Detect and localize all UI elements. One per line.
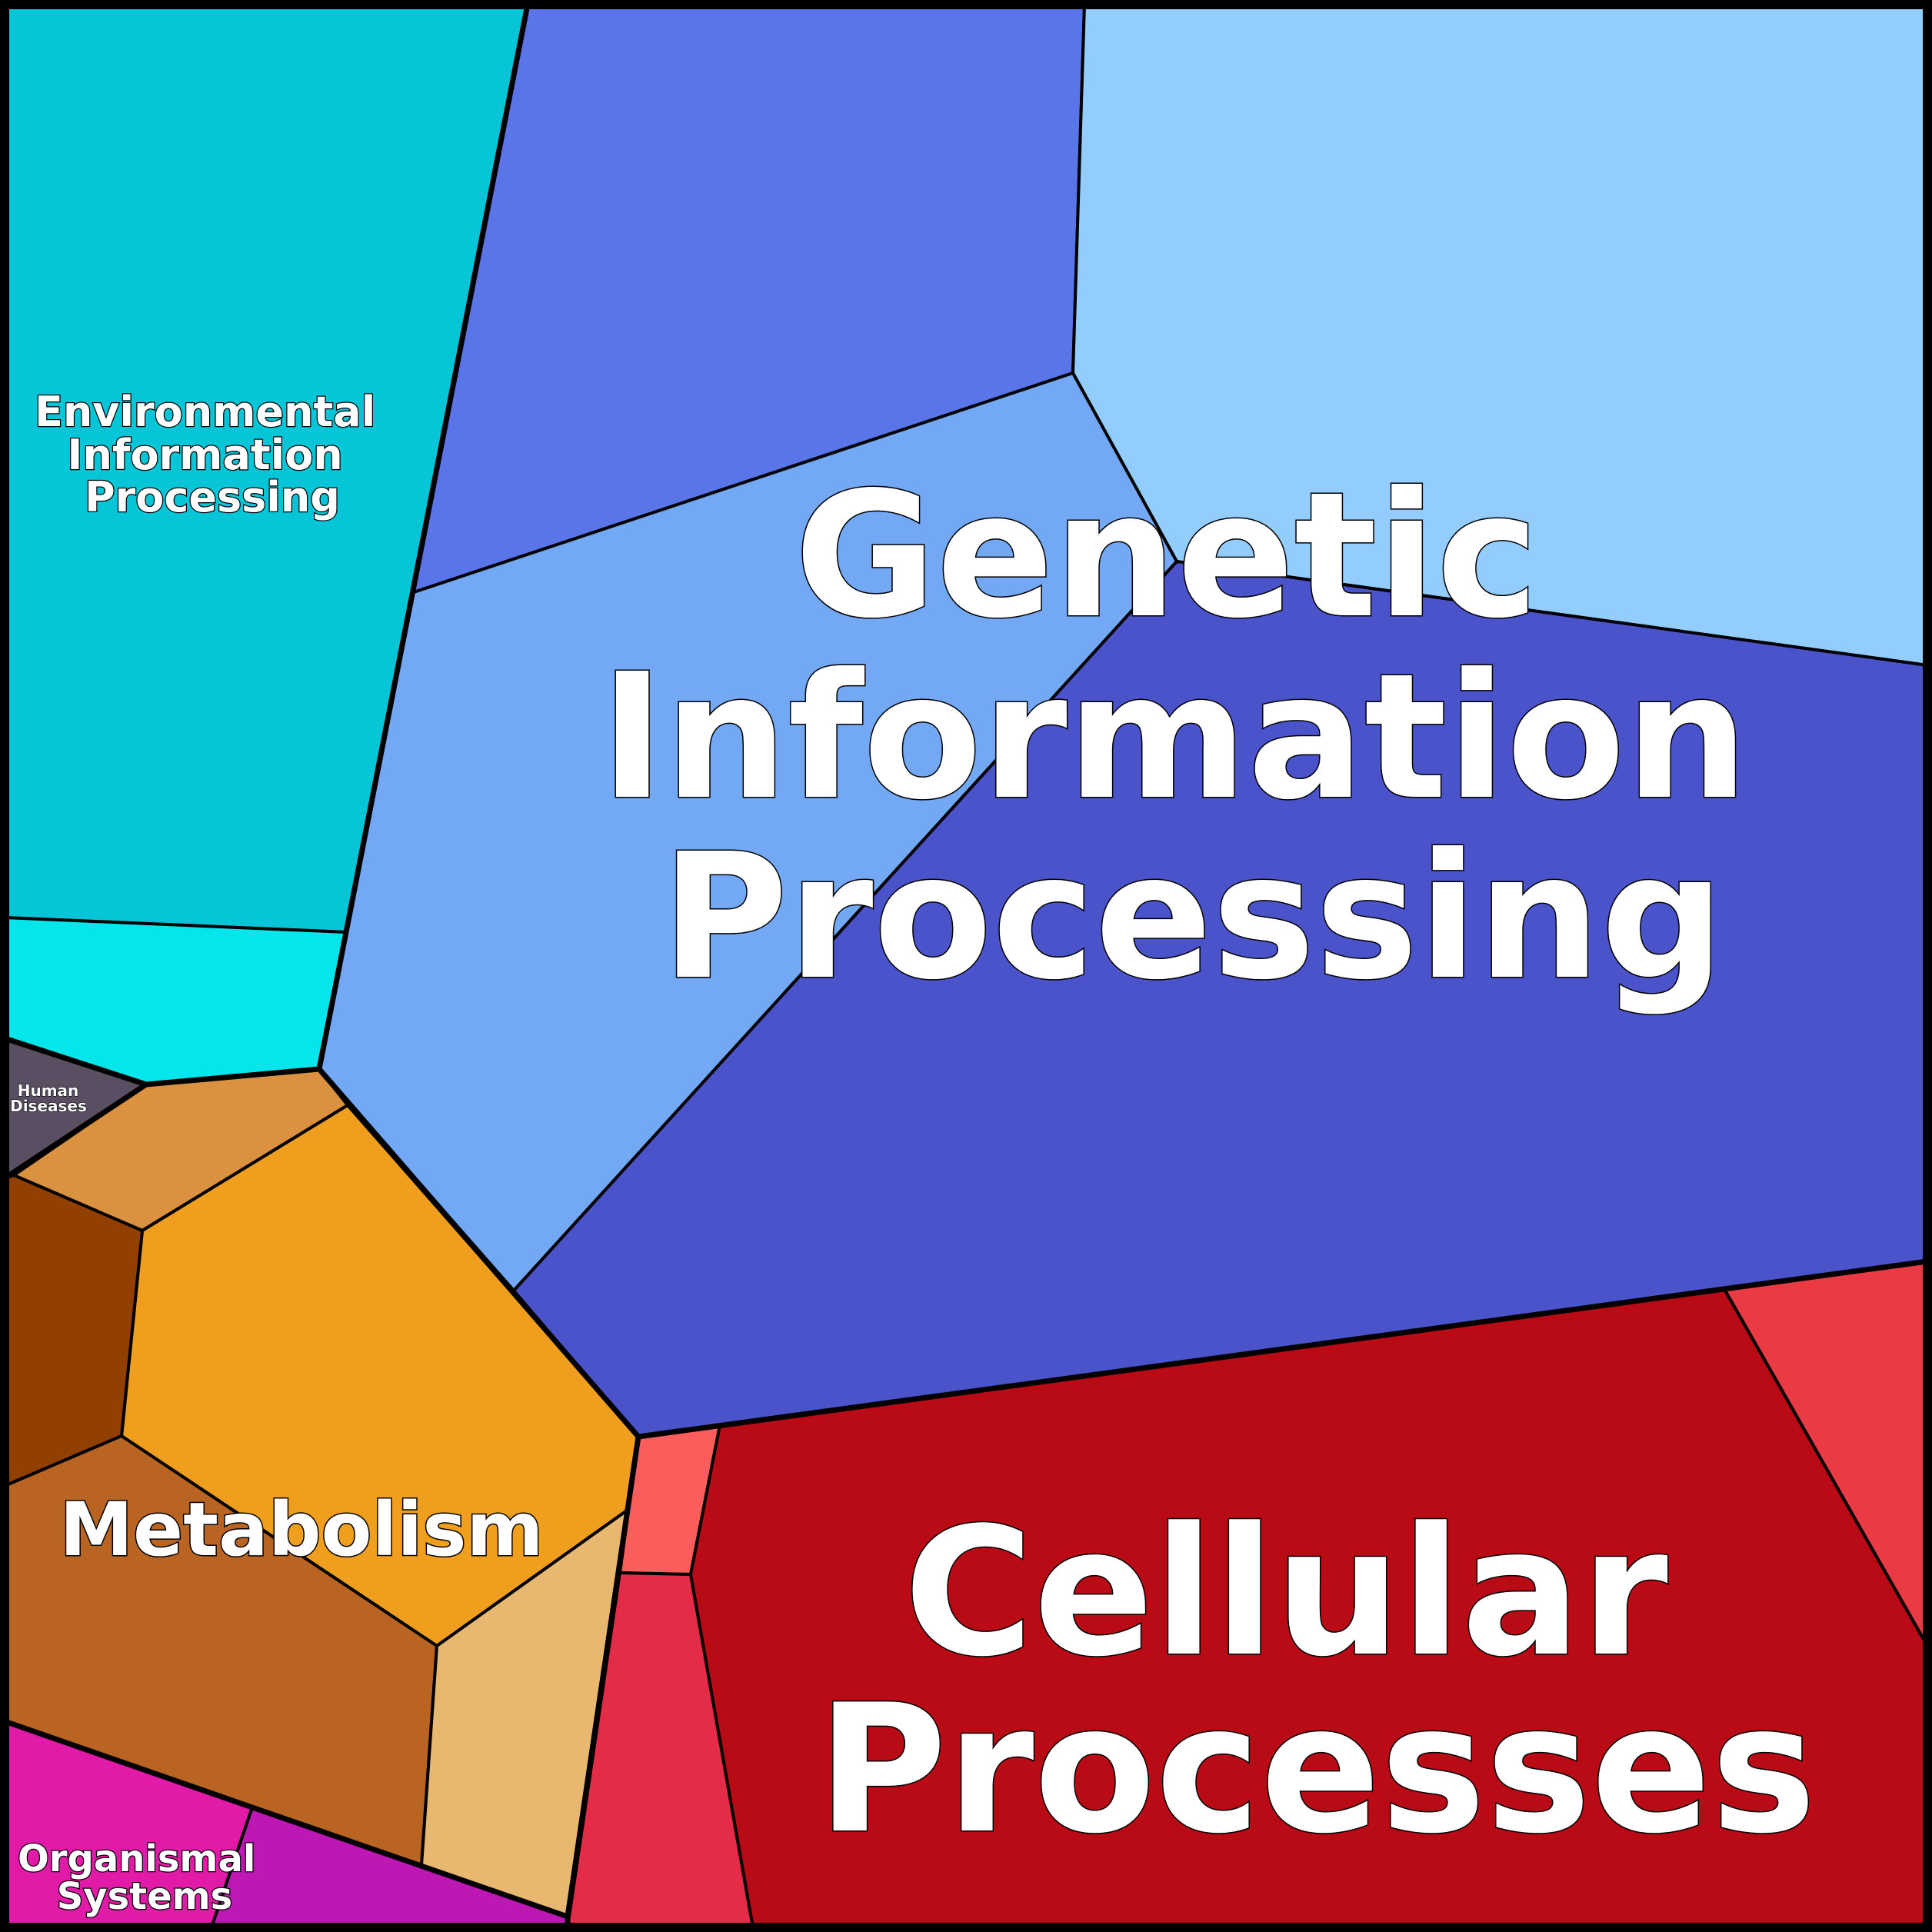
label-organismal-systems: Organismal Systems bbox=[18, 1837, 268, 1918]
group-genetic-information-processing bbox=[318, 3, 1929, 1438]
label-cellular-processes: Cellular Processes bbox=[817, 1491, 1816, 1873]
label-human-diseases: Human Diseases bbox=[10, 1081, 87, 1115]
label-environmental-information-processing: Environmental Information Processing bbox=[35, 388, 390, 521]
label-genetic-information-processing: Genetic Information Processing bbox=[600, 455, 1808, 1018]
label-metabolism: Metabolism bbox=[60, 1487, 544, 1573]
